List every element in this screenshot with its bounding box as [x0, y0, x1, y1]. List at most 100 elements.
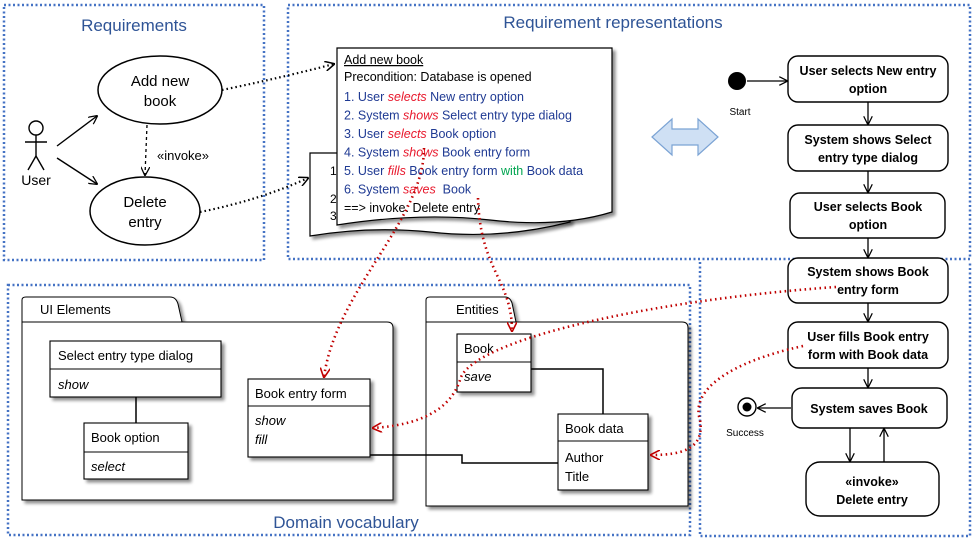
- step-text: 2. System: [344, 109, 403, 123]
- step-text: Book entry form: [406, 164, 501, 178]
- class-book-data-name: Book data: [565, 421, 624, 436]
- class-book-data: [557, 413, 649, 491]
- use-case-diagram: User Add new book Delete entry «invoke» …: [21, 55, 223, 246]
- equivalence-double-arrow-icon: [651, 117, 719, 157]
- use-case-add-new-book: [97, 55, 223, 125]
- trace-add-to-scenario: [221, 64, 334, 92]
- representations-heading: Requirement representations: [503, 13, 722, 32]
- use-case-add-line1: Add new: [131, 73, 190, 90]
- section-frames: [2, 3, 972, 538]
- activity-2-line1: System shows Select: [804, 133, 932, 147]
- entities-package: [425, 296, 689, 507]
- actor-label: User: [21, 172, 51, 188]
- start-label: Start: [729, 107, 750, 118]
- step-text: with: [500, 164, 523, 178]
- activity-5-line1: User fills Book entry: [807, 330, 929, 344]
- trace-activity-form: [373, 285, 837, 428]
- step-text: 4. System: [344, 146, 403, 160]
- activity-3-line1: User selects Book: [814, 200, 922, 214]
- scenario-step: 4. System shows Book entry form: [344, 146, 530, 160]
- invoke-label-halo: «invoke»: [157, 148, 209, 163]
- class-book-option: [83, 422, 189, 480]
- association-add: [56, 116, 97, 147]
- use-case-add-line2: book: [144, 93, 177, 110]
- activity-invoke-delete: [805, 461, 940, 517]
- success-node-core: [742, 402, 752, 412]
- step-text: 6. System: [344, 183, 403, 197]
- assoc-book-bookdata: [531, 368, 604, 414]
- start-node-icon: [728, 72, 746, 90]
- trace-delete-to-scenario: [199, 178, 308, 214]
- class-book-op: save: [464, 369, 491, 384]
- back-step-3: 3: [330, 209, 337, 223]
- class-select-dialog-op: show: [58, 377, 90, 392]
- class-book-data-attr2: Title: [565, 469, 589, 484]
- ui-elements-package-label: UI Elements: [40, 302, 111, 317]
- step-text: Book: [436, 183, 472, 197]
- step-text: 5. User: [344, 164, 388, 178]
- class-book-option-op: select: [91, 459, 126, 474]
- step-verb: selects: [388, 90, 427, 104]
- scenario-step: 1. User selects New entry option: [344, 90, 524, 104]
- scenario-document: Add new book Precondition: Database is o…: [336, 47, 613, 226]
- class-book-option-name: Book option: [91, 430, 160, 445]
- step-verb: shows: [403, 146, 438, 160]
- activity-frame: [698, 262, 972, 538]
- step-verb: saves: [403, 183, 436, 197]
- scenario-step: 2. System shows Select entry type dialog: [344, 109, 572, 123]
- step-text: Select entry type dialog: [438, 109, 571, 123]
- vocabulary-diagram: UI Elements Entities Select entry type d…: [21, 296, 689, 507]
- activity-1-line2: option: [849, 82, 887, 96]
- trace-activity-bookdata: [651, 344, 804, 455]
- class-book: [456, 333, 532, 393]
- activity-2-line2: entry type dialog: [818, 151, 918, 165]
- class-book-data-attr1: Author: [565, 450, 604, 465]
- class-book-entry-form: [247, 378, 371, 458]
- use-case-delete-entry: [89, 176, 201, 246]
- requirements-heading: Requirements: [81, 16, 187, 35]
- step-text: New entry option: [427, 90, 524, 104]
- activity-6: System saves Book: [810, 402, 927, 416]
- step-verb: fills: [388, 164, 406, 178]
- scenario-steps: 1. User selects New entry option 2. Syste…: [344, 90, 583, 215]
- entities-package-label: Entities: [456, 302, 499, 317]
- use-case-delete-line2: entry: [128, 214, 162, 231]
- vocabulary-frame: [6, 283, 692, 537]
- activity-diagram: Start User selects New entry option Syst…: [726, 55, 949, 517]
- invoke-relation: [145, 124, 147, 175]
- class-book-form-op1: show: [255, 413, 287, 428]
- activity-5-line2: form with Book data: [808, 348, 929, 362]
- activity-1-line1: User selects New entry: [800, 64, 937, 78]
- vocabulary-heading: Domain vocabulary: [273, 513, 419, 532]
- use-case-delete-line1: Delete: [123, 194, 166, 211]
- step-text: Book option: [427, 127, 497, 141]
- step-text: 1. User: [344, 90, 388, 104]
- scenario-precondition: Precondition: Database is opened: [344, 70, 532, 84]
- step-text: Book entry form: [438, 146, 530, 160]
- success-label: Success: [726, 428, 764, 439]
- class-select-dialog-name: Select entry type dialog: [58, 348, 193, 363]
- scenario-step: 6. System saves Book: [344, 183, 472, 197]
- step-text: 3. User: [344, 127, 388, 141]
- step-verb: shows: [403, 109, 438, 123]
- scenario-step: ==> invoke: Delete entry: [344, 201, 481, 215]
- class-book-name: Book: [464, 341, 494, 356]
- scenario-step: 5. User fills Book entry form with Book …: [344, 164, 583, 178]
- step-text: ==> invoke: Delete entry: [344, 201, 481, 215]
- activity-save-book: [791, 387, 948, 429]
- scenario-step: 3. User selects Book option: [344, 127, 496, 141]
- invoke-label: «invoke»: [157, 148, 209, 163]
- requirements-frame: [2, 3, 266, 262]
- scenario-title: Add new book: [344, 53, 424, 67]
- association-delete: [56, 157, 97, 184]
- back-step-1: 1: [330, 164, 337, 178]
- actor-user-icon: [25, 120, 47, 171]
- class-book-form-name: Book entry form: [255, 386, 347, 401]
- assoc-form-bookdata: [320, 454, 558, 464]
- activity-4-line1: System shows Book: [807, 265, 929, 279]
- class-book-form-op2: fill: [255, 432, 268, 447]
- back-step-2: 2: [330, 192, 337, 206]
- activity-7-line2: Delete entry: [836, 493, 908, 507]
- activity-4-line2: entry form: [837, 283, 899, 297]
